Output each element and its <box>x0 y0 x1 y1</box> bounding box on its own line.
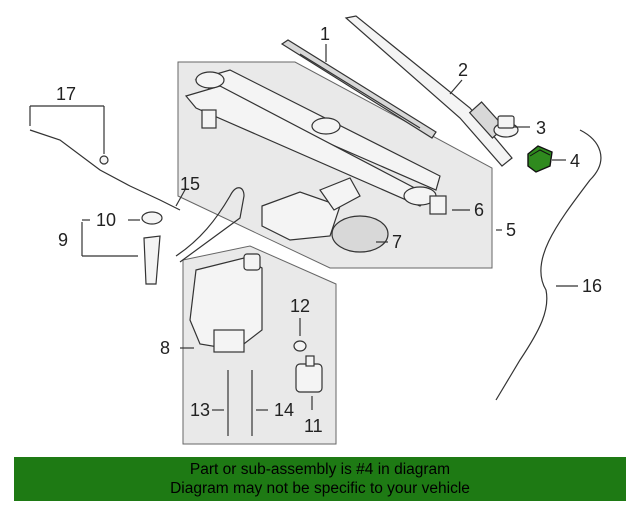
wiper-motor <box>261 177 389 253</box>
callout-17: 17 <box>56 84 76 104</box>
info-banner: Part or sub-assembly is #4 in diagram Di… <box>14 457 626 501</box>
washer-reservoir <box>189 253 263 353</box>
callout-15: 15 <box>180 174 200 194</box>
pump-grommet <box>293 340 307 352</box>
nozzle-hose-17 <box>29 129 181 211</box>
callout-10: 10 <box>96 210 116 230</box>
callout-7: 7 <box>392 232 402 252</box>
callout-12: 12 <box>290 296 310 316</box>
washer-hose-16 <box>495 129 602 401</box>
filler-neck <box>143 235 161 285</box>
callout-6: 6 <box>474 200 484 220</box>
callout-5: 5 <box>506 220 516 240</box>
nozzle-17 <box>99 155 109 165</box>
info-banner-line-1: Part or sub-assembly is #4 in diagram <box>189 461 451 478</box>
callout-14: 14 <box>274 400 294 420</box>
washer-pump <box>295 355 323 393</box>
arm-nut <box>493 115 519 138</box>
part-4-cap <box>527 145 553 173</box>
callout-2: 2 <box>458 60 468 80</box>
callout-4: 4 <box>570 151 580 171</box>
callout-9: 9 <box>58 230 68 250</box>
callout-3: 3 <box>536 118 546 138</box>
washer-hose-15 <box>175 187 245 263</box>
info-banner-line-2: Diagram may not be specific to your vehi… <box>170 480 470 497</box>
filler-cap <box>141 211 163 225</box>
leader-lines <box>29 44 578 411</box>
wiper-blade <box>280 39 437 139</box>
callout-1: 1 <box>320 24 330 44</box>
callout-16: 16 <box>582 276 602 296</box>
parts-diagram: 1 2 3 4 5 6 7 8 9 10 11 12 13 14 15 16 1… <box>29 15 602 445</box>
callout-11: 11 <box>304 416 323 436</box>
callout-13: 13 <box>190 400 210 420</box>
callout-8: 8 <box>160 338 170 358</box>
wiper-linkage <box>184 69 447 215</box>
